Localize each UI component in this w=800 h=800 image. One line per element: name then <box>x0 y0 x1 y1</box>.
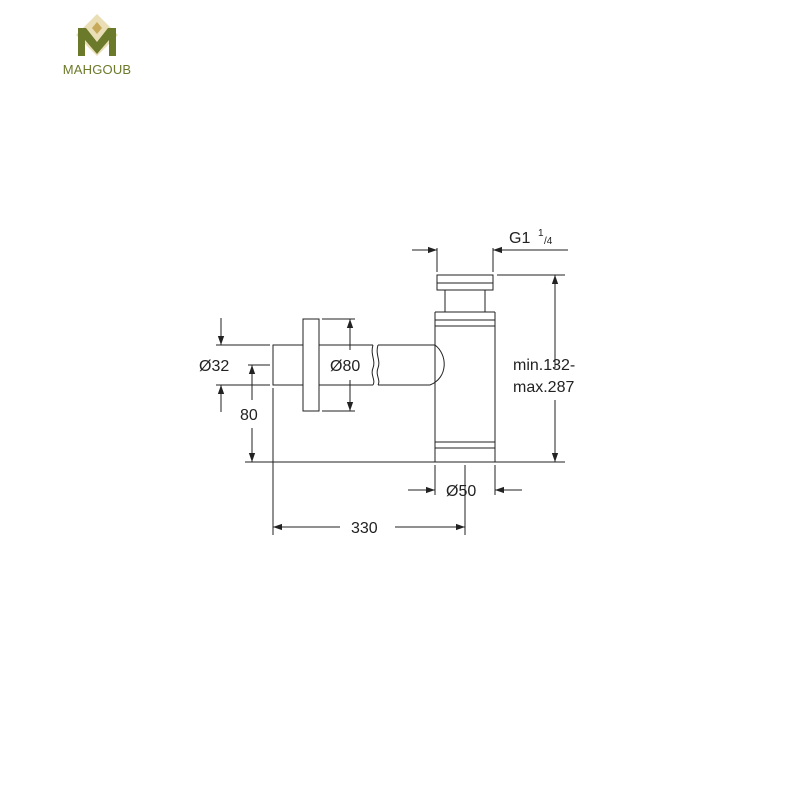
label-inlet-diameter: Ø32 <box>199 358 229 375</box>
brand-logo <box>52 12 142 82</box>
logo-top-diamond <box>92 22 102 34</box>
inlet-pipe <box>272 344 304 386</box>
label-height-max: max.287 <box>513 379 574 396</box>
break-line-2 <box>376 344 380 386</box>
logo-diamond <box>76 14 118 56</box>
label-thread-num: 1 <box>538 228 544 239</box>
brand-logo-mark <box>76 14 118 56</box>
pipe-elbow <box>429 344 445 386</box>
label-length: 330 <box>351 520 378 537</box>
upper-tube <box>444 289 486 313</box>
rosette <box>302 318 320 412</box>
logo-m-shape <box>78 28 116 56</box>
label-inlet-height: 80 <box>240 407 258 424</box>
dimension-lines <box>217 246 568 531</box>
drawing-lines <box>216 248 565 535</box>
label-thread-den: /4 <box>544 236 553 247</box>
label-thread: G1 <box>509 230 530 247</box>
label-outlet-diameter: Ø50 <box>446 483 476 500</box>
label-height-min: min.132- <box>513 357 575 374</box>
brand-name: MAHGOUB <box>62 62 132 77</box>
break-line-1 <box>371 344 375 386</box>
label-rosette-diameter: Ø80 <box>330 358 360 375</box>
